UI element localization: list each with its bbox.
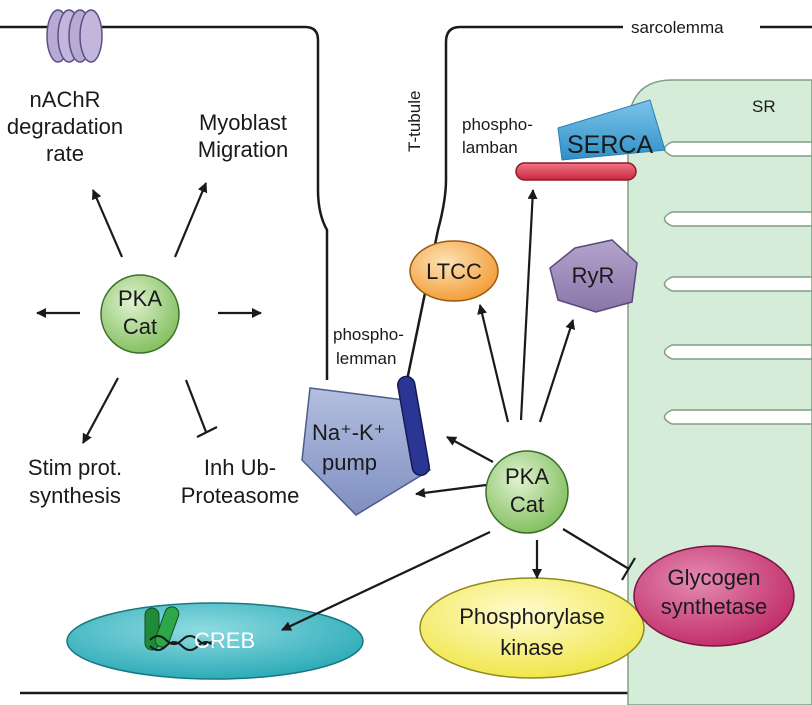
myoblast-label-line2: Migration xyxy=(198,137,288,162)
inhibit-bar-proteasome xyxy=(196,426,218,438)
phospholamban-label-line2: lamban xyxy=(462,138,518,157)
serca-label: SERCA xyxy=(567,131,653,159)
pka-cat-left-label-line2: Cat xyxy=(123,314,157,339)
phospholemman-label-line2: lemman xyxy=(336,349,396,368)
arrow-to-pump xyxy=(415,483,487,498)
pka-cat-right-label-line1: PKA xyxy=(505,464,549,489)
phospholemman-label-line1: phospho- xyxy=(333,325,404,344)
pump-label-line1: Na⁺-K⁺ xyxy=(312,420,385,445)
ryr-label: RyR xyxy=(572,263,615,288)
phospholamban-bar xyxy=(515,162,637,181)
ltcc-channel xyxy=(409,240,499,302)
right-pka-arrows xyxy=(281,189,636,631)
stim-label-line2: synthesis xyxy=(29,483,121,508)
glycogen-synthetase xyxy=(633,545,795,647)
ryr-channel xyxy=(549,239,638,313)
inhibit-to-glycogen xyxy=(562,528,630,570)
phospholemman-bar xyxy=(397,375,430,477)
arrow-to-phospholamban xyxy=(519,189,538,421)
serca-pump xyxy=(557,99,666,161)
na-k-pump xyxy=(301,387,431,516)
arrow-to-ryr xyxy=(538,319,575,423)
inhibit-bar-glycogen xyxy=(621,557,636,581)
pka-cat-right xyxy=(485,450,569,534)
pump-label-line2: pump xyxy=(322,450,377,475)
phospholamban-label-line1: phospho- xyxy=(462,115,533,134)
creb-label: CREB xyxy=(194,628,255,653)
arrow-to-nachr xyxy=(91,189,124,258)
nachr-channel xyxy=(46,9,103,63)
sr-label: SR xyxy=(752,97,776,116)
pka-cat-left-label-line1: PKA xyxy=(118,286,162,311)
glycogen-label-line2: synthetase xyxy=(661,594,767,619)
t-tubule-membrane xyxy=(403,25,623,391)
myoblast-label-line1: Myoblast xyxy=(199,110,287,135)
nachr-label-line3: rate xyxy=(46,141,84,166)
arrow-to-creb xyxy=(281,531,491,631)
sarcolemma-label: sarcolemma xyxy=(631,18,724,37)
nachr-label-line2: degradation xyxy=(7,114,123,139)
phosphorylase-label-line1: Phosphorylase xyxy=(459,604,605,629)
pka-cat-right-label-line2: Cat xyxy=(510,492,544,517)
stim-label-line1: Stim prot. xyxy=(28,455,122,480)
ltcc-label: LTCC xyxy=(426,259,482,284)
t-tubule-label: T-tubule xyxy=(405,91,424,152)
left-pka-arrows xyxy=(36,182,262,444)
glycogen-label-line1: Glycogen xyxy=(668,565,761,590)
inhibit-to-proteasome xyxy=(184,379,208,433)
arrow-to-phospholemman xyxy=(446,436,494,463)
creb-dna-icon xyxy=(144,606,215,651)
arrow-to-stim xyxy=(82,377,119,444)
arrow-to-myoblast xyxy=(173,182,208,258)
sarcolemma-membrane xyxy=(0,25,329,380)
inh-label-line1: Inh Ub- xyxy=(204,455,276,480)
inh-label-line2: Proteasome xyxy=(181,483,300,508)
phosphorylase-label-line2: kinase xyxy=(500,635,564,660)
nachr-label-line1: nAChR xyxy=(30,87,101,112)
pka-cat-left xyxy=(100,274,180,354)
arrow-to-ltcc xyxy=(477,304,510,423)
